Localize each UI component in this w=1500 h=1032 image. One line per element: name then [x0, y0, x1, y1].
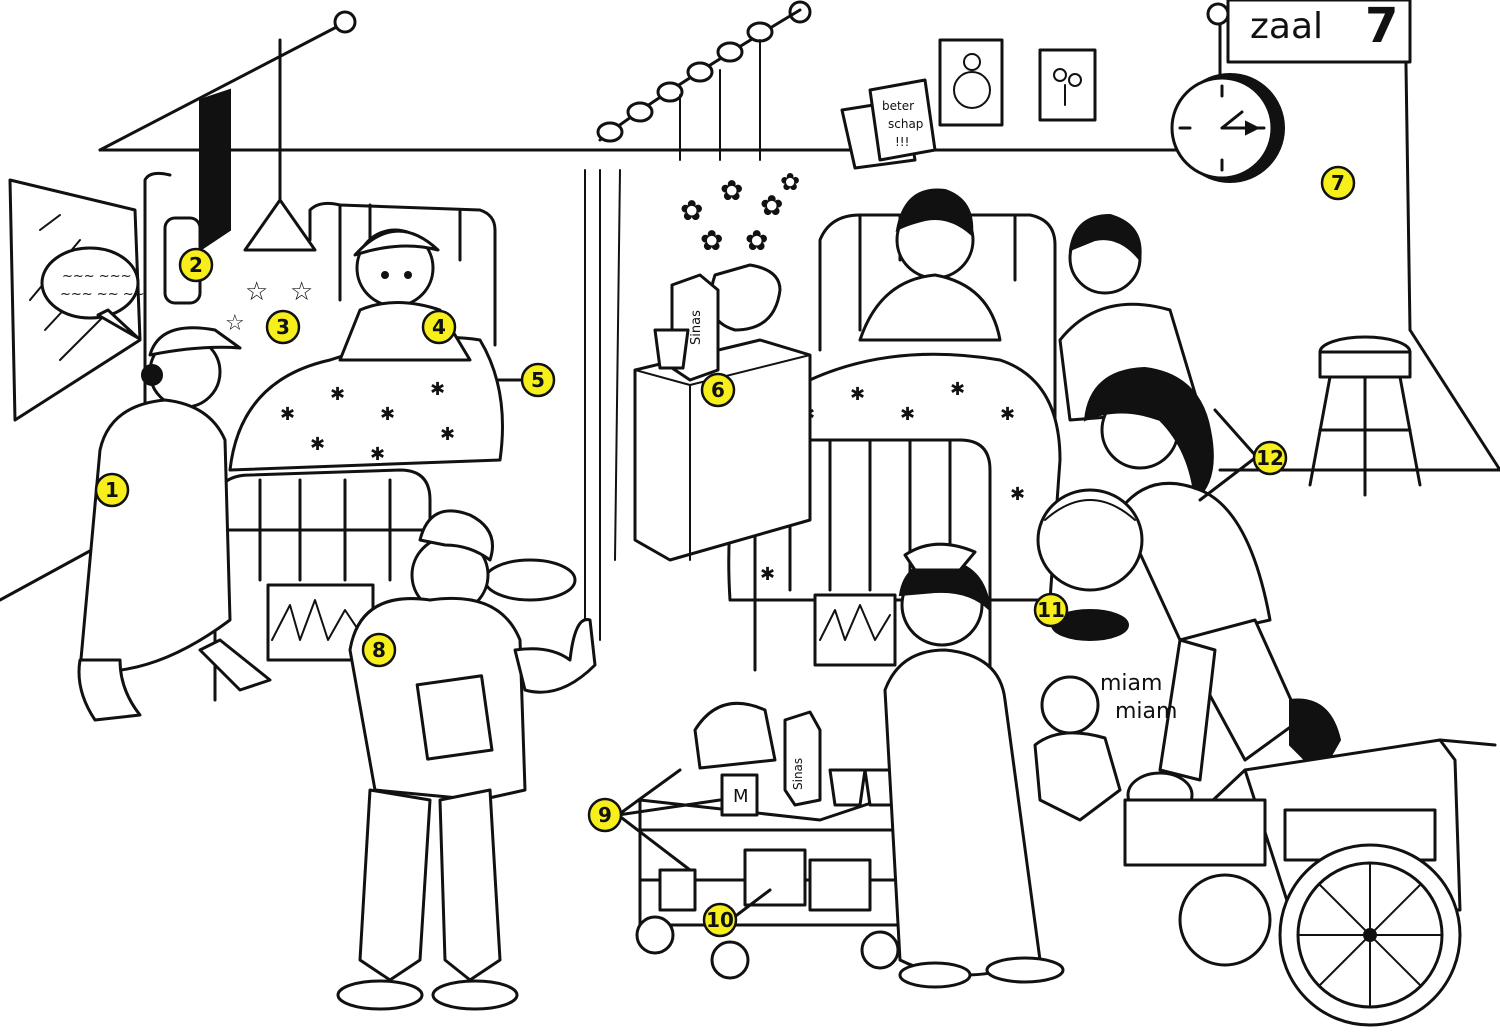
svg-text:~~~ ~~ ~~: ~~~ ~~ ~~	[60, 287, 145, 302]
svg-text:✱: ✱	[1010, 484, 1025, 505]
svg-text:✱: ✱	[330, 384, 345, 405]
carton-label: Sinas	[689, 310, 704, 345]
marker-4: 4	[421, 309, 457, 345]
svg-text:✿: ✿	[745, 224, 768, 257]
flower-bouquet: ✿ ✿ ✿ ✿ ✿ ✿	[680, 168, 800, 257]
poster-text-2: schap	[888, 117, 923, 131]
bedside-cabinet: ✿ ✿ ✿ ✿ ✿ ✿ Sinas	[633, 168, 812, 562]
svg-text:4: 4	[432, 315, 446, 339]
svg-text:✱: ✱	[440, 424, 455, 445]
svg-text:✱: ✱	[950, 379, 965, 400]
marker-7: 7	[1320, 165, 1356, 201]
poster-text-1: beter	[882, 99, 914, 113]
stool	[1308, 335, 1422, 497]
svg-text:2: 2	[189, 253, 203, 277]
marker-3: 3	[265, 309, 301, 345]
svg-text:✱: ✱	[900, 404, 915, 425]
svg-text:☆: ☆	[290, 277, 313, 307]
food-trolley: M Sinas	[635, 701, 912, 980]
svg-text:✱: ✱	[280, 404, 295, 425]
ward-sign: zaal 7	[1226, 0, 1412, 64]
nurse-left	[77, 326, 272, 722]
svg-text:3: 3	[276, 315, 290, 339]
svg-text:12: 12	[1256, 446, 1284, 470]
poster-text-3: !!!	[895, 135, 909, 149]
marker-10: 10	[702, 888, 772, 938]
doctor	[336, 509, 597, 1011]
ward-sign-number: 7	[1365, 0, 1398, 54]
svg-text:✿: ✿	[720, 174, 743, 207]
girl-with-basket	[1036, 366, 1342, 782]
baby-word-2: miam	[1115, 699, 1177, 724]
speech-bubble-text: ~~~ ~~~	[62, 269, 132, 284]
svg-text:1: 1	[105, 478, 119, 502]
marker-2: 2	[178, 247, 214, 283]
wall-posters: beter schap !!!	[840, 38, 1097, 170]
speech-bubble: ~~~ ~~~ ~~~ ~~ ~~	[40, 246, 145, 340]
ward-sign-text: zaal	[1250, 6, 1323, 47]
svg-text:9: 9	[598, 803, 612, 827]
svg-text:10: 10	[706, 908, 734, 932]
svg-text:✱: ✱	[310, 434, 325, 455]
svg-text:8: 8	[372, 638, 386, 662]
marker-8: 8	[361, 632, 397, 668]
svg-text:✿: ✿	[760, 189, 783, 222]
trolley-carton-label: Sinas	[791, 758, 805, 790]
svg-text:☆: ☆	[225, 311, 245, 336]
blanket-pattern: ✱ ✱ ✱ ✱ ✱ ✱ ✱	[280, 379, 455, 465]
marker-5: 5	[496, 362, 556, 398]
svg-text:✿: ✿	[700, 224, 723, 257]
marker-9: 9	[587, 768, 722, 872]
milk-label: M	[733, 786, 749, 807]
marker-12: 12	[1198, 408, 1288, 502]
svg-text:5: 5	[531, 368, 545, 392]
svg-text:✿: ✿	[780, 168, 800, 196]
svg-text:✱: ✱	[1000, 404, 1015, 425]
svg-text:☆: ☆	[245, 277, 268, 307]
nurse-trolley	[883, 542, 1065, 989]
marker-6: 6	[700, 372, 736, 408]
number-markers: 1 2 3 4 5 6 7 8	[94, 165, 1356, 938]
marker-1: 1	[94, 472, 130, 508]
marker-11: 11	[1033, 592, 1069, 628]
svg-text:✱: ✱	[760, 564, 775, 585]
right-bed: ✱ ✱ ✱ ✱ ✱ ✱ ✱ ✱	[727, 188, 1202, 672]
svg-text:✱: ✱	[430, 379, 445, 400]
svg-text:6: 6	[711, 378, 725, 402]
wall-clock	[1170, 73, 1285, 183]
svg-text:11: 11	[1037, 598, 1065, 622]
curtain-rings	[596, 21, 774, 143]
svg-text:✱: ✱	[380, 404, 395, 425]
baby: miam miam	[1033, 671, 1194, 822]
svg-text:7: 7	[1331, 171, 1345, 195]
wheelchair	[1123, 738, 1497, 1027]
svg-text:✿: ✿	[680, 194, 703, 227]
svg-text:✱: ✱	[850, 384, 865, 405]
baby-word-1: miam	[1100, 671, 1162, 696]
svg-text:✱: ✱	[370, 444, 385, 465]
